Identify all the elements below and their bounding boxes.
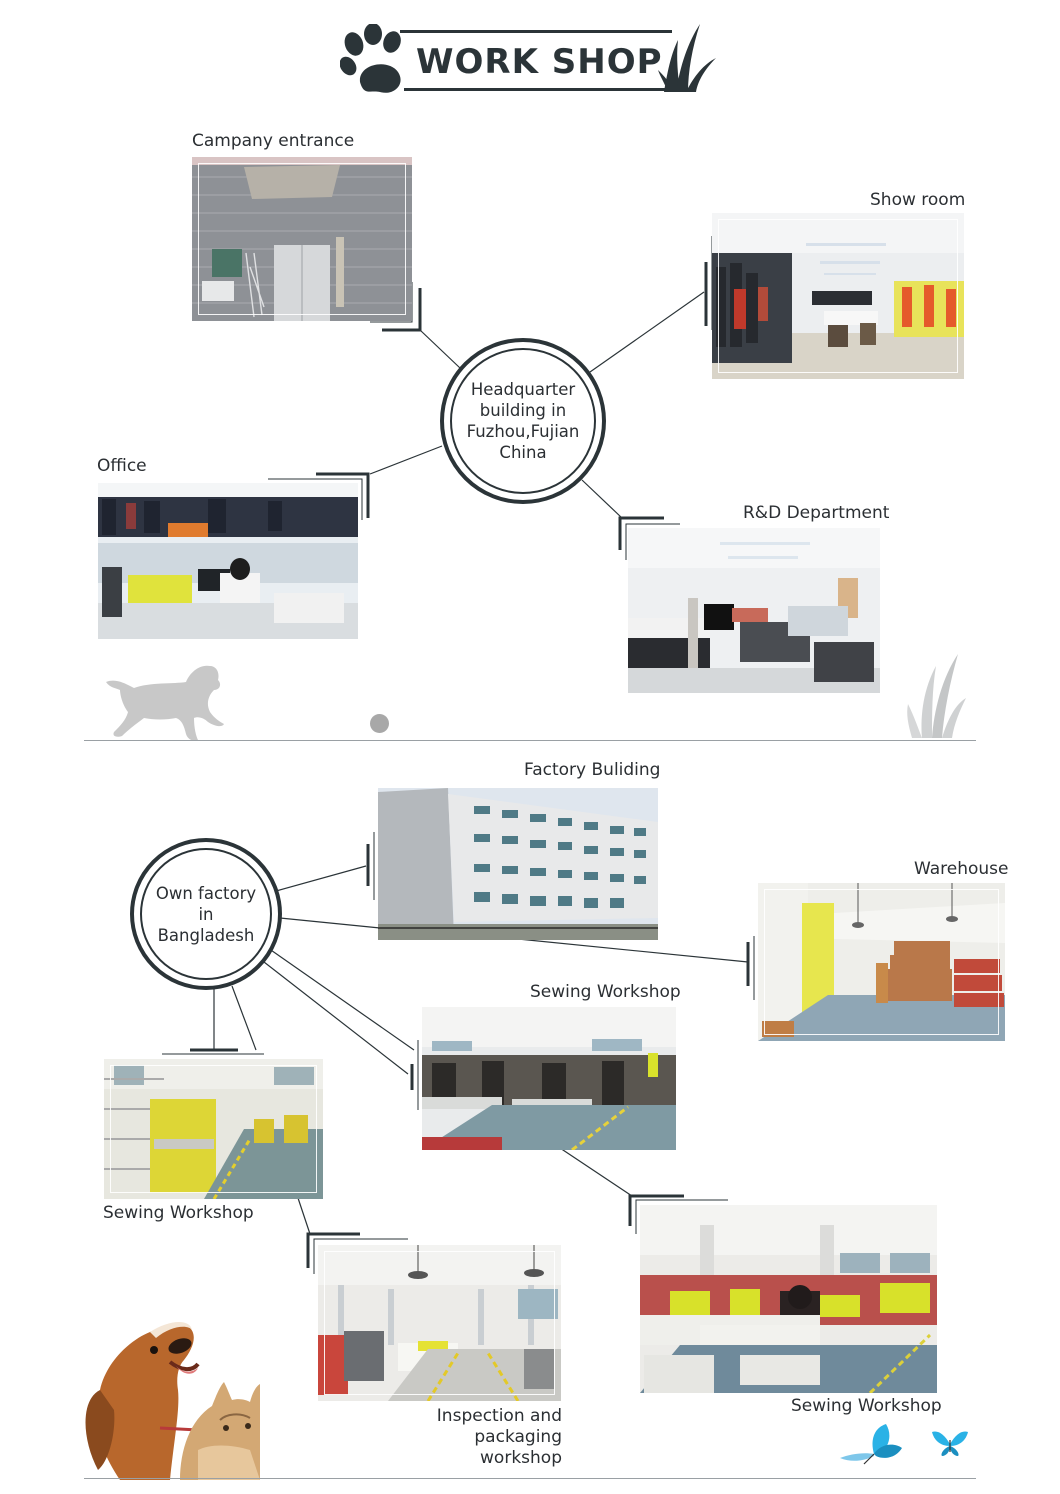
hub-factory: Own factory in Bangladesh <box>130 838 282 990</box>
photo-company-entrance <box>192 157 412 321</box>
photo-label-sewing-right: Sewing Workshop <box>791 1396 942 1416</box>
section-divider-2 <box>84 1478 976 1479</box>
hub-headquarter-text: Headquarter building in Fuzhou,Fujian Ch… <box>466 380 580 462</box>
photo-label-inspection: Inspection and packaging workshop <box>436 1406 562 1468</box>
photo-label-rnd: R&D Department <box>743 503 890 523</box>
title-rule-top <box>400 30 672 33</box>
hub-factory-text: Own factory in Bangladesh <box>155 883 257 945</box>
photo-sewing-workshop-left <box>104 1059 323 1199</box>
photo-label-entrance: Campany entrance <box>192 131 355 151</box>
photo-label-office: Office <box>97 456 147 476</box>
photo-inspection-packaging <box>318 1245 561 1401</box>
grass-icon <box>658 24 716 92</box>
butterfly-icon-small <box>932 1431 968 1456</box>
decor-dot <box>370 714 389 733</box>
photo-label-warehouse: Warehouse <box>914 859 1009 879</box>
headquarter-connectors <box>268 236 713 560</box>
page-title: WORK SHOP <box>416 42 663 82</box>
photo-rnd-department <box>628 528 880 693</box>
hub-headquarter: Headquarter building in Fuzhou,Fujian Ch… <box>440 338 606 504</box>
photo-label-sewing-left: Sewing Workshop <box>103 1203 254 1223</box>
dog-silhouette-icon <box>106 665 224 741</box>
photo-factory-building <box>378 788 658 940</box>
header: WORK SHOP <box>340 18 720 100</box>
photo-label-showroom: Show room <box>870 190 966 210</box>
title-rule-bottom <box>404 88 676 91</box>
factory-connectors <box>162 832 755 1274</box>
paw-icon <box>340 24 401 93</box>
photo-office <box>98 483 358 639</box>
photo-label-building: Factory Buliding <box>524 760 661 780</box>
photo-sewing-workshop-center <box>422 1007 676 1150</box>
section-divider-1 <box>84 740 976 741</box>
butterfly-icon <box>840 1424 902 1465</box>
grass-tuft-icon <box>907 654 966 738</box>
photo-show-room <box>712 213 964 379</box>
dog-and-cat-image <box>80 1310 260 1480</box>
photo-label-sewing-center: Sewing Workshop <box>530 982 681 1002</box>
photo-warehouse <box>758 883 1005 1041</box>
photo-sewing-workshop-right <box>640 1205 937 1393</box>
